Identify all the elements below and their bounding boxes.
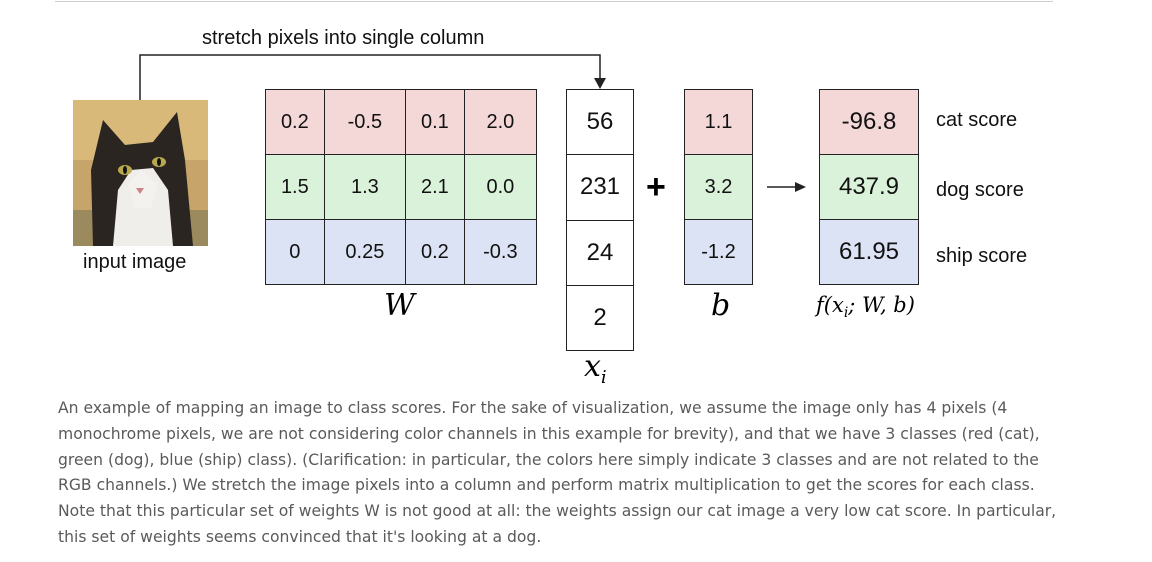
figure-caption: An example of mapping an image to class …	[58, 399, 1057, 546]
f-label: f(xi; W, b)	[816, 293, 915, 321]
bias-cell: -1.2	[684, 219, 753, 285]
bias-vector: 1.1 3.2 -1.2	[684, 89, 753, 285]
x-symbol: x	[584, 349, 601, 384]
score-vector: -96.8 437.9 61.95	[819, 89, 919, 285]
bias-cell: 1.1	[684, 89, 753, 155]
f-label-head: f(x	[816, 293, 844, 317]
f-label-tail: ; W, b)	[848, 293, 915, 317]
W-label: W	[384, 288, 415, 323]
input-image-label: input image	[83, 251, 187, 273]
matrix-cell: 0	[265, 219, 325, 285]
matrix-cell: 1.5	[265, 154, 325, 220]
matrix-cell: 0.2	[405, 219, 465, 285]
ship-score-label: ship score	[936, 245, 1028, 267]
vector-cell: 2	[566, 284, 634, 352]
matrix-cell: 2.1	[405, 154, 465, 220]
matrix-cell: 0.0	[463, 154, 538, 220]
f-label-sub: i	[843, 305, 849, 322]
top-divider	[55, 1, 1053, 2]
matrix-cell: 1.3	[323, 154, 407, 220]
vector-cell: 231	[566, 154, 634, 221]
x-subscript: i	[600, 367, 607, 388]
score-cell: 61.95	[819, 219, 919, 285]
b-label: b	[711, 288, 731, 323]
vector-cell: 56	[566, 88, 634, 156]
x-label: xi	[584, 349, 607, 388]
matrix-cell: 0.2	[265, 89, 325, 155]
dog-score-label: dog score	[936, 179, 1024, 201]
matrix-cell: -0.3	[463, 219, 538, 285]
cat-image	[73, 100, 208, 246]
arrow-label: stretch pixels into single column	[202, 27, 485, 49]
matrix-row-cat: 0.2 -0.5 0.1 2.0	[265, 89, 538, 155]
bias-cell: 3.2	[684, 154, 753, 220]
weight-matrix: 0.2 -0.5 0.1 2.0 1.5 1.3 2.1 0.0 0 0.25 …	[265, 89, 538, 285]
matrix-cell: 0.25	[323, 219, 407, 285]
vector-cell: 24	[566, 219, 634, 286]
score-cell: -96.8	[819, 89, 919, 155]
cat-score-label: cat score	[936, 109, 1018, 131]
plus-sign: +	[646, 168, 666, 206]
matrix-cell: -0.5	[323, 89, 407, 155]
score-cell: 437.9	[819, 154, 919, 220]
matrix-cell: 0.1	[405, 89, 465, 155]
pixel-vector: 56 231 24 2	[566, 88, 634, 352]
matrix-cell: 2.0	[463, 89, 538, 155]
matrix-row-dog: 1.5 1.3 2.1 0.0	[265, 154, 538, 220]
matrix-row-ship: 0 0.25 0.2 -0.3	[265, 219, 538, 285]
